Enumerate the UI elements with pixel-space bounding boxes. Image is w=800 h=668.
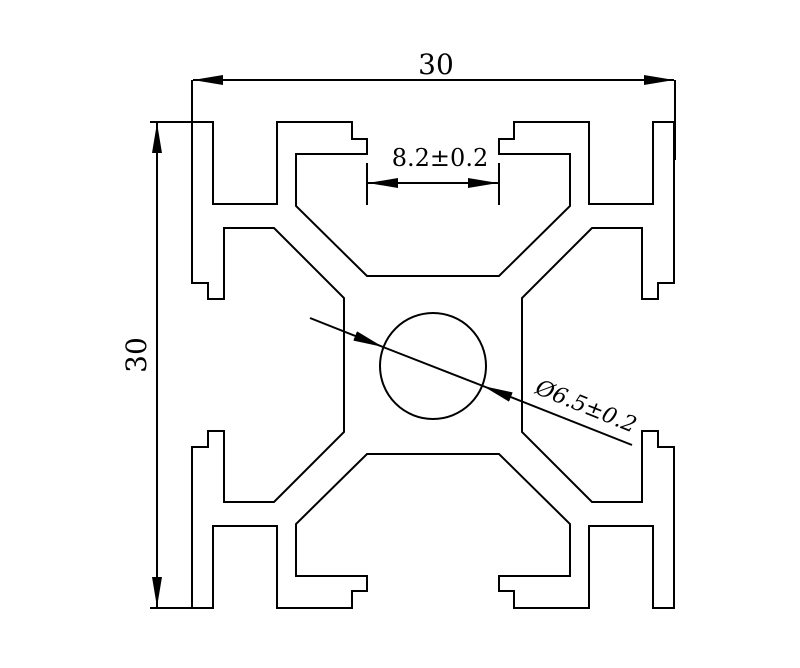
profile-outline xyxy=(191,121,675,609)
dimension-arrow xyxy=(482,385,633,446)
width-label: 30 xyxy=(418,48,454,81)
dimension-arrow xyxy=(309,317,384,348)
center-bore xyxy=(379,312,487,420)
height-label: 30 xyxy=(120,337,153,373)
slot-dimension: 8.2±0.2 xyxy=(366,144,500,205)
height-dimension: 30 xyxy=(120,121,192,609)
bore-dimension: Ø6.5±0.2 xyxy=(309,317,640,446)
bore-label: Ø6.5±0.2 xyxy=(531,375,640,438)
leader-line xyxy=(382,346,484,387)
slot-label: 8.2±0.2 xyxy=(392,144,488,172)
width-dimension: 30 xyxy=(191,48,676,160)
